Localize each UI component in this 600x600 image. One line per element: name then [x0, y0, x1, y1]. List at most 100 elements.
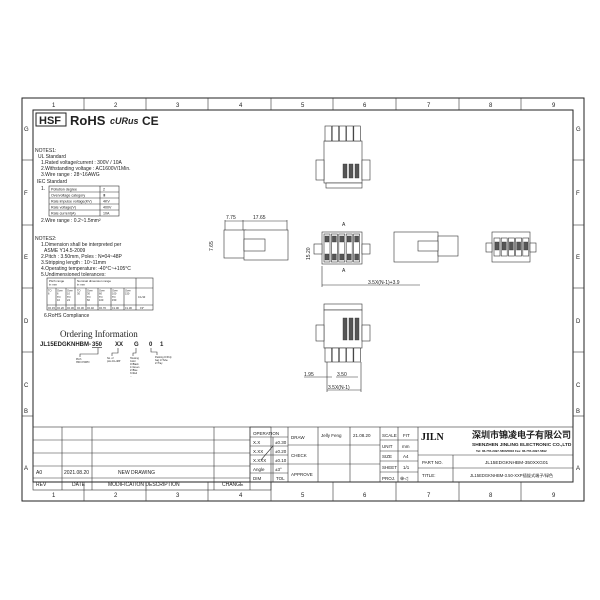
tolerance-value: ±0.30: [275, 440, 287, 445]
column-label: 3: [176, 493, 180, 499]
table-cell: Pollution degree: [51, 188, 77, 192]
note-item: 1.Dimension shall be interpreted per: [41, 242, 122, 248]
tolerance-value: ±0.10: [275, 458, 287, 463]
dimension-label: 7.75: [226, 215, 236, 221]
table-cell: ±0.40: [87, 306, 94, 310]
unit-label: UNIT: [382, 444, 393, 449]
table-cell: 4KV: [103, 200, 110, 204]
ce-logo: CE: [142, 114, 159, 128]
table-cell: Rate impulse voltage(KV): [51, 200, 92, 204]
column-label: 8: [489, 493, 493, 499]
side-view-right: [393, 231, 459, 263]
pin-feature: [353, 347, 361, 363]
ul-recognized-logo: cURus: [110, 116, 139, 126]
notes2: NOTES2: 1.Dimension shall be interpreted…: [35, 236, 154, 319]
pin-feature: [345, 233, 353, 263]
tol-label: TOL: [276, 476, 285, 481]
dim-label: DIM: [253, 476, 262, 481]
pin-feature: [331, 125, 340, 142]
pin-feature: [339, 253, 344, 261]
column-label: 2: [114, 103, 118, 109]
rear-view: [485, 231, 537, 263]
pin-feature: [516, 241, 521, 251]
note-item: 2.Pitch : 3.50mm, Poles : N=04~48P: [41, 254, 123, 260]
dimension-label: 3.50: [337, 372, 347, 378]
pin-feature: [332, 235, 337, 243]
column-markers-top: 1 2 3 4 5 6 7 8 9: [52, 98, 556, 110]
certification-logos: HSF RoHS cURus CE: [35, 112, 159, 128]
row-label: E: [24, 255, 28, 261]
top-view: [315, 125, 371, 189]
revision-table: A0 2021.08.20 NEW DRAWING REV DATE MODIF…: [32, 426, 272, 491]
note-item: 2.Wire range : 0.2~1.5mm²: [41, 218, 101, 224]
column-label: 2: [114, 493, 118, 499]
row-label: B: [24, 409, 28, 415]
table-cell: ±3°: [140, 306, 144, 310]
column-label: 3: [176, 103, 180, 109]
pin-feature: [324, 347, 332, 363]
sheet-label: SHEET: [382, 465, 397, 470]
row-label: F: [24, 191, 28, 197]
pin-feature: [324, 235, 330, 243]
pin-feature: [338, 233, 346, 263]
tolerance-dim: Angle: [253, 467, 265, 472]
column-label: 9: [552, 103, 556, 109]
tolerance-dim: X.XXX: [253, 458, 266, 463]
dimension-label: 3.5X(N-1): [328, 385, 350, 391]
column-label: 6: [363, 493, 367, 499]
table-cell: Ⅲ: [103, 194, 106, 198]
size-value: A4: [403, 454, 409, 459]
part-code-segment: 350: [92, 342, 103, 348]
table-cell: ±1.00: [112, 306, 119, 310]
part-code-segment: 1: [160, 342, 164, 348]
unit-value: mm: [402, 444, 410, 449]
rohs-logo: RoHS: [70, 113, 106, 128]
scale-label: SCALE: [382, 433, 397, 438]
side-view-left: 7.75 17.65 7.65: [209, 215, 289, 261]
description-header: MODIFICATION DESCRIPTION: [108, 482, 180, 488]
projection-symbol-icon: ⊕◁: [400, 476, 408, 482]
company-name-cn: 深圳市锦凌电子有限公司: [472, 429, 571, 440]
part-number: JL15EDGKNHBM-350XXG01: [485, 460, 549, 466]
column-label: 1: [52, 493, 56, 499]
draw-label: DRAW: [291, 435, 305, 440]
note-item: 1.: [41, 186, 45, 192]
company-contact: Tel: 86-755-2997-5806/5802 Fax: 86-755-2…: [476, 449, 547, 453]
outer-frame: [21, 97, 585, 502]
approve-label: APPROVE: [291, 472, 313, 477]
note-item: 6.RoHS Compliance: [44, 313, 90, 319]
change-header: CHANGE: [222, 482, 244, 488]
column-label: 9: [552, 493, 556, 499]
pin-feature: [523, 241, 528, 251]
hsf-logo-text: HSF: [39, 115, 61, 127]
note-item: ASME Y14.5-2009: [44, 248, 86, 254]
title-label: TITLE:: [422, 473, 436, 478]
operation-label: OPERATION: [253, 431, 279, 436]
column-label: 6: [363, 103, 367, 109]
title-block: OPERATION X.X ±0.30 X.XX ±0.20 X.XXX ±0.…: [249, 426, 574, 483]
column-label: 4: [239, 103, 243, 109]
draw-date: 21.08.20: [353, 433, 371, 438]
part-code-segment: G: [134, 342, 139, 348]
section-marker: A: [342, 222, 346, 228]
pin-feature: [347, 235, 352, 243]
note-item: 5.Undimensioned tolerances:: [41, 272, 106, 278]
row-label: G: [24, 127, 29, 133]
scale-value: FIT: [403, 433, 410, 438]
size-label: SIZE: [382, 454, 392, 459]
table-cell: 2: [103, 188, 105, 192]
date-header: DATE: [72, 482, 86, 488]
row-label: E: [576, 255, 580, 261]
dimension-label: 15.20: [306, 247, 312, 260]
projection-label: PROJ.: [382, 476, 395, 481]
